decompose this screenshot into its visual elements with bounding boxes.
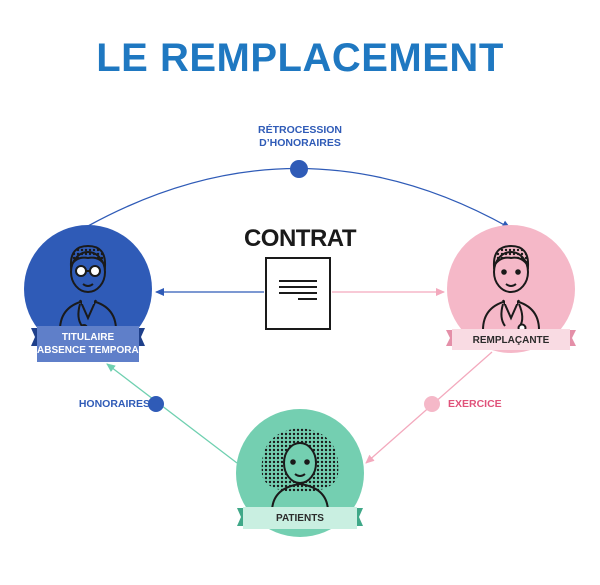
remplacante-label: REMPLAÇANTE	[472, 335, 550, 346]
honoraires-dot	[148, 396, 164, 412]
patient-icon	[261, 428, 339, 513]
doctor-with-glasses-icon	[59, 244, 117, 332]
doctor-icon	[482, 244, 540, 333]
exercice-label: EXERCICE	[448, 398, 502, 410]
exercice-dot	[424, 396, 440, 412]
titulaire-label: TITULAIRE ABSENCE TEMPORAIRE	[37, 331, 156, 357]
retrocession-label-line1: RÉTROCESSION	[257, 124, 342, 136]
retrocession-dot	[290, 160, 308, 178]
titulaire-label-line1: TITULAIRE	[61, 332, 115, 343]
remplacante-node	[447, 225, 575, 353]
titulaire-ribbon	[31, 326, 145, 362]
contract-document-icon	[265, 257, 331, 330]
patients-ribbon	[237, 507, 363, 529]
patients-label: PATIENTS	[276, 513, 324, 524]
honoraires-arrow	[106, 363, 238, 464]
retrocession-label: RÉTROCESSION D’HONORAIRES	[240, 124, 360, 150]
patients-node	[236, 409, 364, 537]
titulaire-node	[24, 225, 152, 353]
page-title: LE REMPLACEMENT	[96, 36, 504, 80]
contract-label: CONTRAT	[243, 225, 357, 252]
titulaire-label-line2: ABSENCE TEMPORAIRE	[37, 345, 156, 356]
retrocession-label-line2: D’HONORAIRES	[259, 137, 341, 149]
remplacante-ribbon	[446, 329, 576, 350]
honoraires-label: HONORAIRES	[78, 398, 150, 410]
